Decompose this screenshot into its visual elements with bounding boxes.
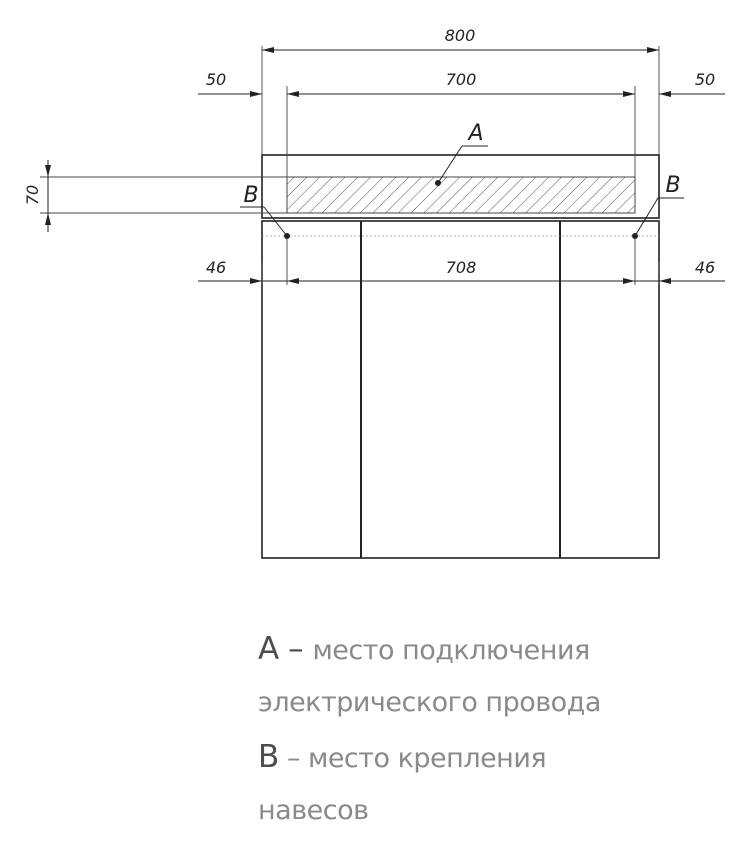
legend-text-b-1: место крепления — [307, 743, 547, 774]
cabinet-body — [261, 220, 660, 559]
arrowhead — [250, 278, 262, 284]
arrowhead — [623, 278, 635, 284]
legend-text-a-2: электрического провода — [258, 687, 601, 718]
legend: A – место подключения электрического про… — [258, 622, 738, 838]
arrowhead — [262, 47, 274, 53]
arrowhead — [659, 91, 671, 97]
legend-key-a: A — [258, 631, 279, 667]
arrowhead — [287, 91, 299, 97]
arrowhead — [659, 278, 671, 284]
legend-text-b-2: навесов — [258, 795, 369, 826]
arrowhead — [45, 213, 51, 225]
legend-line-b: B – место крепления — [258, 730, 738, 784]
arrowhead — [45, 165, 51, 177]
dimension-label-left-offset: 50 — [206, 70, 226, 89]
marker-label-b-left: B — [243, 183, 258, 208]
marker-label-a: A — [466, 121, 483, 146]
electrical-connection-zone — [286, 176, 636, 214]
leader-a — [437, 145, 463, 184]
legend-dash-b: – — [278, 743, 308, 774]
legend-line-a-2: электрического провода — [258, 676, 738, 730]
legend-text-a-1: место подключения — [312, 635, 590, 666]
marker-label-b-right: B — [665, 173, 680, 198]
dimension-label-right-offset: 50 — [695, 70, 715, 89]
arrowhead — [287, 278, 299, 284]
legend-key-b: B — [258, 739, 279, 775]
legend-line-a: A – место подключения — [258, 622, 738, 676]
arrowhead — [647, 47, 659, 53]
legend-line-b-2: навесов — [258, 784, 738, 838]
dimension-label-mount-left: 46 — [206, 258, 226, 277]
legend-dash-a: – — [278, 631, 313, 667]
dimension-label-overall-width: 800 — [445, 26, 476, 45]
arrowhead — [250, 91, 262, 97]
technical-drawing: 800 700 50 50 70 708 46 46 A B B — [23, 26, 725, 559]
leader-b-right — [634, 197, 659, 237]
dimension-label-height: 70 — [23, 185, 42, 205]
dimension-label-mount-right: 46 — [695, 258, 715, 277]
dimension-label-mount-span: 708 — [446, 258, 477, 277]
leader-b-left — [263, 206, 288, 237]
cabinet-top-panel — [261, 154, 660, 219]
dimension-label-inner-width: 700 — [446, 70, 477, 89]
arrowhead — [623, 91, 635, 97]
